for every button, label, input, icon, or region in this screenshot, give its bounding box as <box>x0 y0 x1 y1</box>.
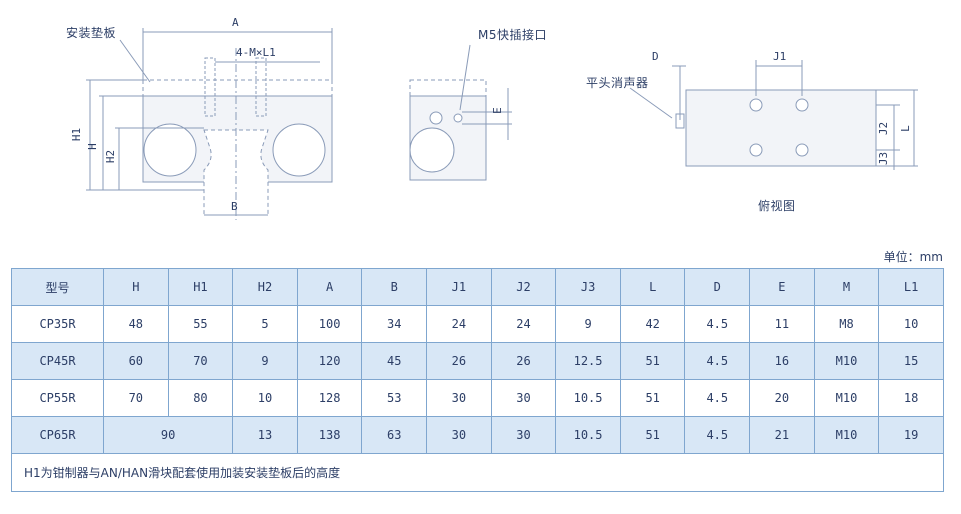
header-cell: E <box>749 268 815 306</box>
header-cell: H1 <box>167 268 234 306</box>
table-cell: CP45R <box>11 342 104 380</box>
table-cell: 30 <box>490 379 557 417</box>
table-cell: 13 <box>232 416 298 454</box>
header-cell: L <box>619 268 686 306</box>
dim-h2-label: H2 <box>104 149 118 164</box>
table-row: CP65R 90 13 138 63 30 30 10.5 51 4.5 21 … <box>11 416 944 454</box>
front-view <box>86 28 333 220</box>
dim-b-label: B <box>231 200 238 213</box>
table-cell: 30 <box>490 416 557 454</box>
side-view <box>409 44 512 181</box>
table-note-row: H1为钳制器与AN/HAN滑块配套使用加装安装垫板后的高度 <box>11 453 944 492</box>
table-cell: 24 <box>426 305 492 343</box>
table-cell: 4.5 <box>684 305 751 343</box>
dim-4ml1-label: 4-M×L1 <box>236 46 276 59</box>
table-cell: 10 <box>878 305 944 343</box>
table-cell: 42 <box>619 305 686 343</box>
table-cell: 34 <box>361 305 428 343</box>
dim-j3-label: J3 <box>877 151 891 166</box>
top-view-caption: 俯视图 <box>758 199 796 213</box>
table-cell: 138 <box>296 416 363 454</box>
technical-drawings <box>86 28 918 220</box>
header-cell: M <box>813 268 880 306</box>
table-cell: CP35R <box>11 305 104 343</box>
table-cell: CP65R <box>11 416 104 454</box>
header-cell: H2 <box>232 268 298 306</box>
dim-h1-label: H1 <box>70 127 84 142</box>
header-cell: H <box>103 268 169 306</box>
table-cell: 63 <box>361 416 428 454</box>
m5-port-label: M5快插接口 <box>478 28 547 42</box>
table-cell: 12.5 <box>555 342 621 380</box>
header-cell: D <box>684 268 751 306</box>
table-cell: 10 <box>232 379 298 417</box>
table-cell: 51 <box>619 379 686 417</box>
unit-label: 单位：mm <box>883 250 943 264</box>
table-row: CP45R 60 70 9 120 45 26 26 12.5 51 4.5 1… <box>11 342 944 380</box>
dim-l-label: L <box>898 125 912 132</box>
table-cell: CP55R <box>11 379 104 417</box>
table-cell: 128 <box>296 379 363 417</box>
table-cell: 30 <box>426 379 492 417</box>
dim-d-label: D <box>652 50 659 63</box>
table-cell: M10 <box>813 379 880 417</box>
header-cell: B <box>361 268 428 306</box>
table-cell: 4.5 <box>684 342 751 380</box>
muffler-label: 平头消声器 <box>586 76 649 90</box>
table-cell: 11 <box>749 305 815 343</box>
table-cell: 16 <box>749 342 815 380</box>
table-note: H1为钳制器与AN/HAN滑块配套使用加装安装垫板后的高度 <box>11 453 944 492</box>
table-cell: 26 <box>490 342 557 380</box>
table-cell: 45 <box>361 342 428 380</box>
table-cell: 120 <box>296 342 363 380</box>
table-cell: 80 <box>167 379 234 417</box>
table-cell: 4.5 <box>684 416 751 454</box>
table-cell: 53 <box>361 379 428 417</box>
table-cell: 18 <box>878 379 944 417</box>
pad-label: 安装垫板 <box>66 26 117 40</box>
table-cell-merged: 90 <box>102 416 234 454</box>
header-cell: J1 <box>426 268 492 306</box>
table-cell: 70 <box>167 342 234 380</box>
dim-h-label: H <box>85 143 99 150</box>
top-view <box>629 60 918 170</box>
table-cell: 51 <box>619 342 686 380</box>
table-cell: 9 <box>555 305 621 343</box>
table-cell: 9 <box>232 342 298 380</box>
table-cell: 19 <box>878 416 944 454</box>
table-cell: 21 <box>749 416 815 454</box>
table-cell: 10.5 <box>555 379 621 417</box>
table-cell: 55 <box>167 305 234 343</box>
table-cell: 20 <box>749 379 815 417</box>
table-cell: 24 <box>490 305 557 343</box>
table-row: CP55R 70 80 10 128 53 30 30 10.5 51 4.5 … <box>11 379 944 417</box>
header-cell: A <box>296 268 363 306</box>
dim-e-label: E <box>490 107 504 114</box>
table-cell: 26 <box>426 342 492 380</box>
dim-a-label: A <box>232 16 239 29</box>
table-cell: 60 <box>103 342 169 380</box>
header-cell: 型号 <box>11 268 104 306</box>
spec-table: 型号 H H1 H2 A B J1 J2 J3 L D E M L1 CP35R… <box>11 268 944 492</box>
header-cell: L1 <box>878 268 944 306</box>
header-cell: J2 <box>490 268 557 306</box>
table-cell: M10 <box>813 416 880 454</box>
table-cell: 5 <box>232 305 298 343</box>
dim-j1-label: J1 <box>773 50 787 63</box>
dim-j2-label: J2 <box>877 121 891 136</box>
table-row: CP35R 48 55 5 100 34 24 24 9 42 4.5 11 M… <box>11 305 944 343</box>
table-cell: 10.5 <box>555 416 621 454</box>
table-cell: 15 <box>878 342 944 380</box>
table-cell: 4.5 <box>684 379 751 417</box>
table-cell: 48 <box>103 305 169 343</box>
header-cell: J3 <box>555 268 621 306</box>
table-cell: M10 <box>813 342 880 380</box>
table-cell: M8 <box>813 305 880 343</box>
table-cell: 100 <box>296 305 363 343</box>
table-header-row: 型号 H H1 H2 A B J1 J2 J3 L D E M L1 <box>11 268 944 306</box>
table-cell: 30 <box>426 416 492 454</box>
table-cell: 51 <box>619 416 686 454</box>
table-cell: 70 <box>103 379 169 417</box>
